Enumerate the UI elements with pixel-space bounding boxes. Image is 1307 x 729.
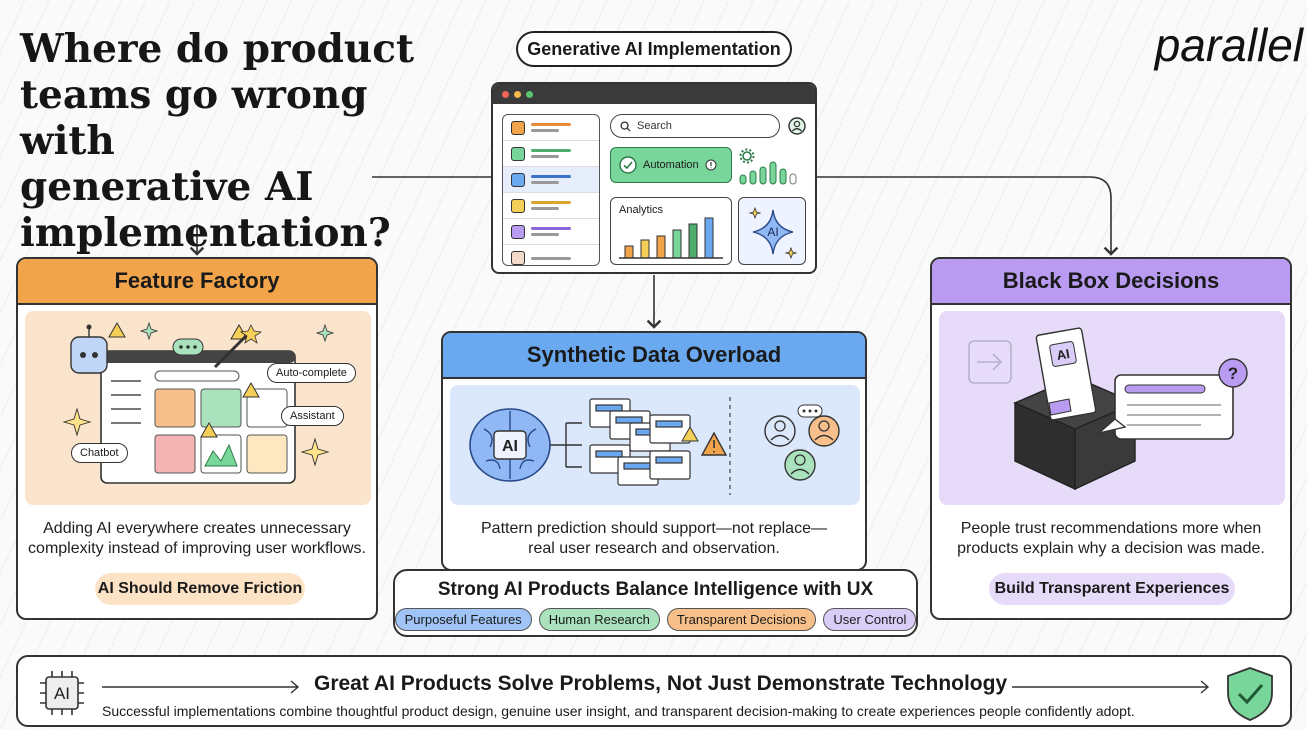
banner-subline: Successful implementations combine thoug… [102,703,1135,719]
analytics-card: Analytics [610,197,732,265]
svg-text:?: ? [1228,364,1238,383]
feature-factory-title: Feature Factory [114,268,280,293]
ai-sparkle-icon: AI [748,206,798,260]
synthetic-data-description: Pattern prediction should support—not re… [443,519,865,559]
sidebar-row [503,245,599,271]
arrow-right-icon [102,680,300,694]
black-box-illustration: AI ? [939,311,1285,505]
black-box-title: Black Box Decisions [1002,268,1220,293]
synthetic-data-desc-line-1: Pattern prediction should support—not re… [481,520,827,537]
bar-chart-icon [619,217,723,259]
bottom-banner: AI Great AI Products Solve Problems, Not… [16,655,1292,727]
black-box-description: People trust recommendations more when p… [932,519,1290,559]
search-placeholder: Search [637,120,672,132]
black-box-icon: AI ? [968,327,1248,491]
search-icon [620,120,631,132]
info-icon [705,159,717,171]
feature-factory-desc-line-2: complexity instead of improving user wor… [28,540,366,557]
black-box-tag: Build Transparent Experiences [989,573,1235,605]
brand-logo: parallel [1154,19,1303,71]
title-line-1: Where do product [20,26,414,72]
feature-factory-desc-line-1: Adding AI everywhere creates unnecessary [43,520,351,537]
balance-title: Strong AI Products Balance Intelligence … [437,579,874,600]
check-circle-icon [619,156,637,174]
balance-chips: Purposeful Features Human Research Trans… [395,608,916,631]
synthetic-data-desc-line-2: real user research and observation. [528,540,780,557]
sidebar-row [503,115,599,141]
feature-factory-card: Feature Factory [16,257,378,620]
sidebar-row [503,167,599,193]
chip-human-research: Human Research [538,608,660,631]
minimize-dot-icon [514,90,521,98]
title-line-3: generative AI [20,164,314,210]
synthetic-data-header: Synthetic Data Overload [443,333,865,379]
chatbot-bubble: Chatbot [71,443,128,463]
cluttered-app-icon [62,321,335,484]
synthetic-data-title: Synthetic Data Overload [526,342,782,367]
synthetic-data-illustration: AI [450,385,860,505]
ai-chip-text: AI [54,684,70,703]
user-avatar-icon [788,117,806,135]
automation-card: Automation [610,147,732,183]
brain-ai-text: AI [502,438,518,455]
gear-icon [739,148,755,164]
title-line-2: teams go wrong with [20,72,368,164]
automation-label: Automation [643,159,699,171]
window-titlebar [493,84,815,104]
activity-bars-icon [739,161,797,185]
black-box-header: Black Box Decisions [932,259,1290,305]
mock-sidebar [502,114,600,266]
page-title: Where do product teams go wrong with gen… [20,26,460,256]
chip-transparent-decisions: Transparent Decisions [666,608,817,631]
maximize-dot-icon [526,90,533,98]
banner-headline: Great AI Products Solve Problems, Not Ju… [314,672,1008,695]
feature-factory-illustration: Auto-complete Assistant Chatbot [25,311,371,505]
ai-chip-icon: AI [40,671,84,715]
top-pill: Generative AI Implementation [516,31,792,67]
feature-factory-tag: AI Should Remove Friction [95,573,305,605]
title-line-4: implementation? [20,210,391,256]
assistant-bubble: Assistant [281,406,344,426]
mock-app-window: Search Automation Analytics AI [491,82,817,274]
arrow-right-icon [1012,680,1210,694]
sidebar-row [503,219,599,245]
brain-data-icon: AI [469,397,840,495]
feature-factory-header: Feature Factory [18,259,376,305]
close-dot-icon [502,90,509,98]
analytics-label: Analytics [619,204,664,216]
arrow-to-black-box [817,176,1119,256]
ballot-ai-text: AI [1055,346,1070,363]
black-box-card: Black Box Decisions AI ? People trust re… [930,257,1292,620]
ai-sparkle-text: AI [767,225,778,239]
sidebar-row [503,193,599,219]
black-box-desc-line-2: products explain why a decision was made… [957,540,1265,557]
sidebar-row [503,141,599,167]
synthetic-data-card: Synthetic Data Overload AI [441,331,867,571]
chip-purposeful-features: Purposeful Features [395,608,532,631]
shield-check-icon [1227,667,1273,721]
balance-box: Strong AI Products Balance Intelligence … [393,569,918,637]
black-box-desc-line-1: People trust recommendations more when [960,520,1262,537]
chip-user-control: User Control [823,608,916,631]
mock-search-field: Search [610,114,780,138]
ai-sparkle-card: AI [738,197,806,265]
feature-factory-description: Adding AI everywhere creates unnecessary… [18,519,376,559]
autocomplete-bubble: Auto-complete [267,363,356,383]
